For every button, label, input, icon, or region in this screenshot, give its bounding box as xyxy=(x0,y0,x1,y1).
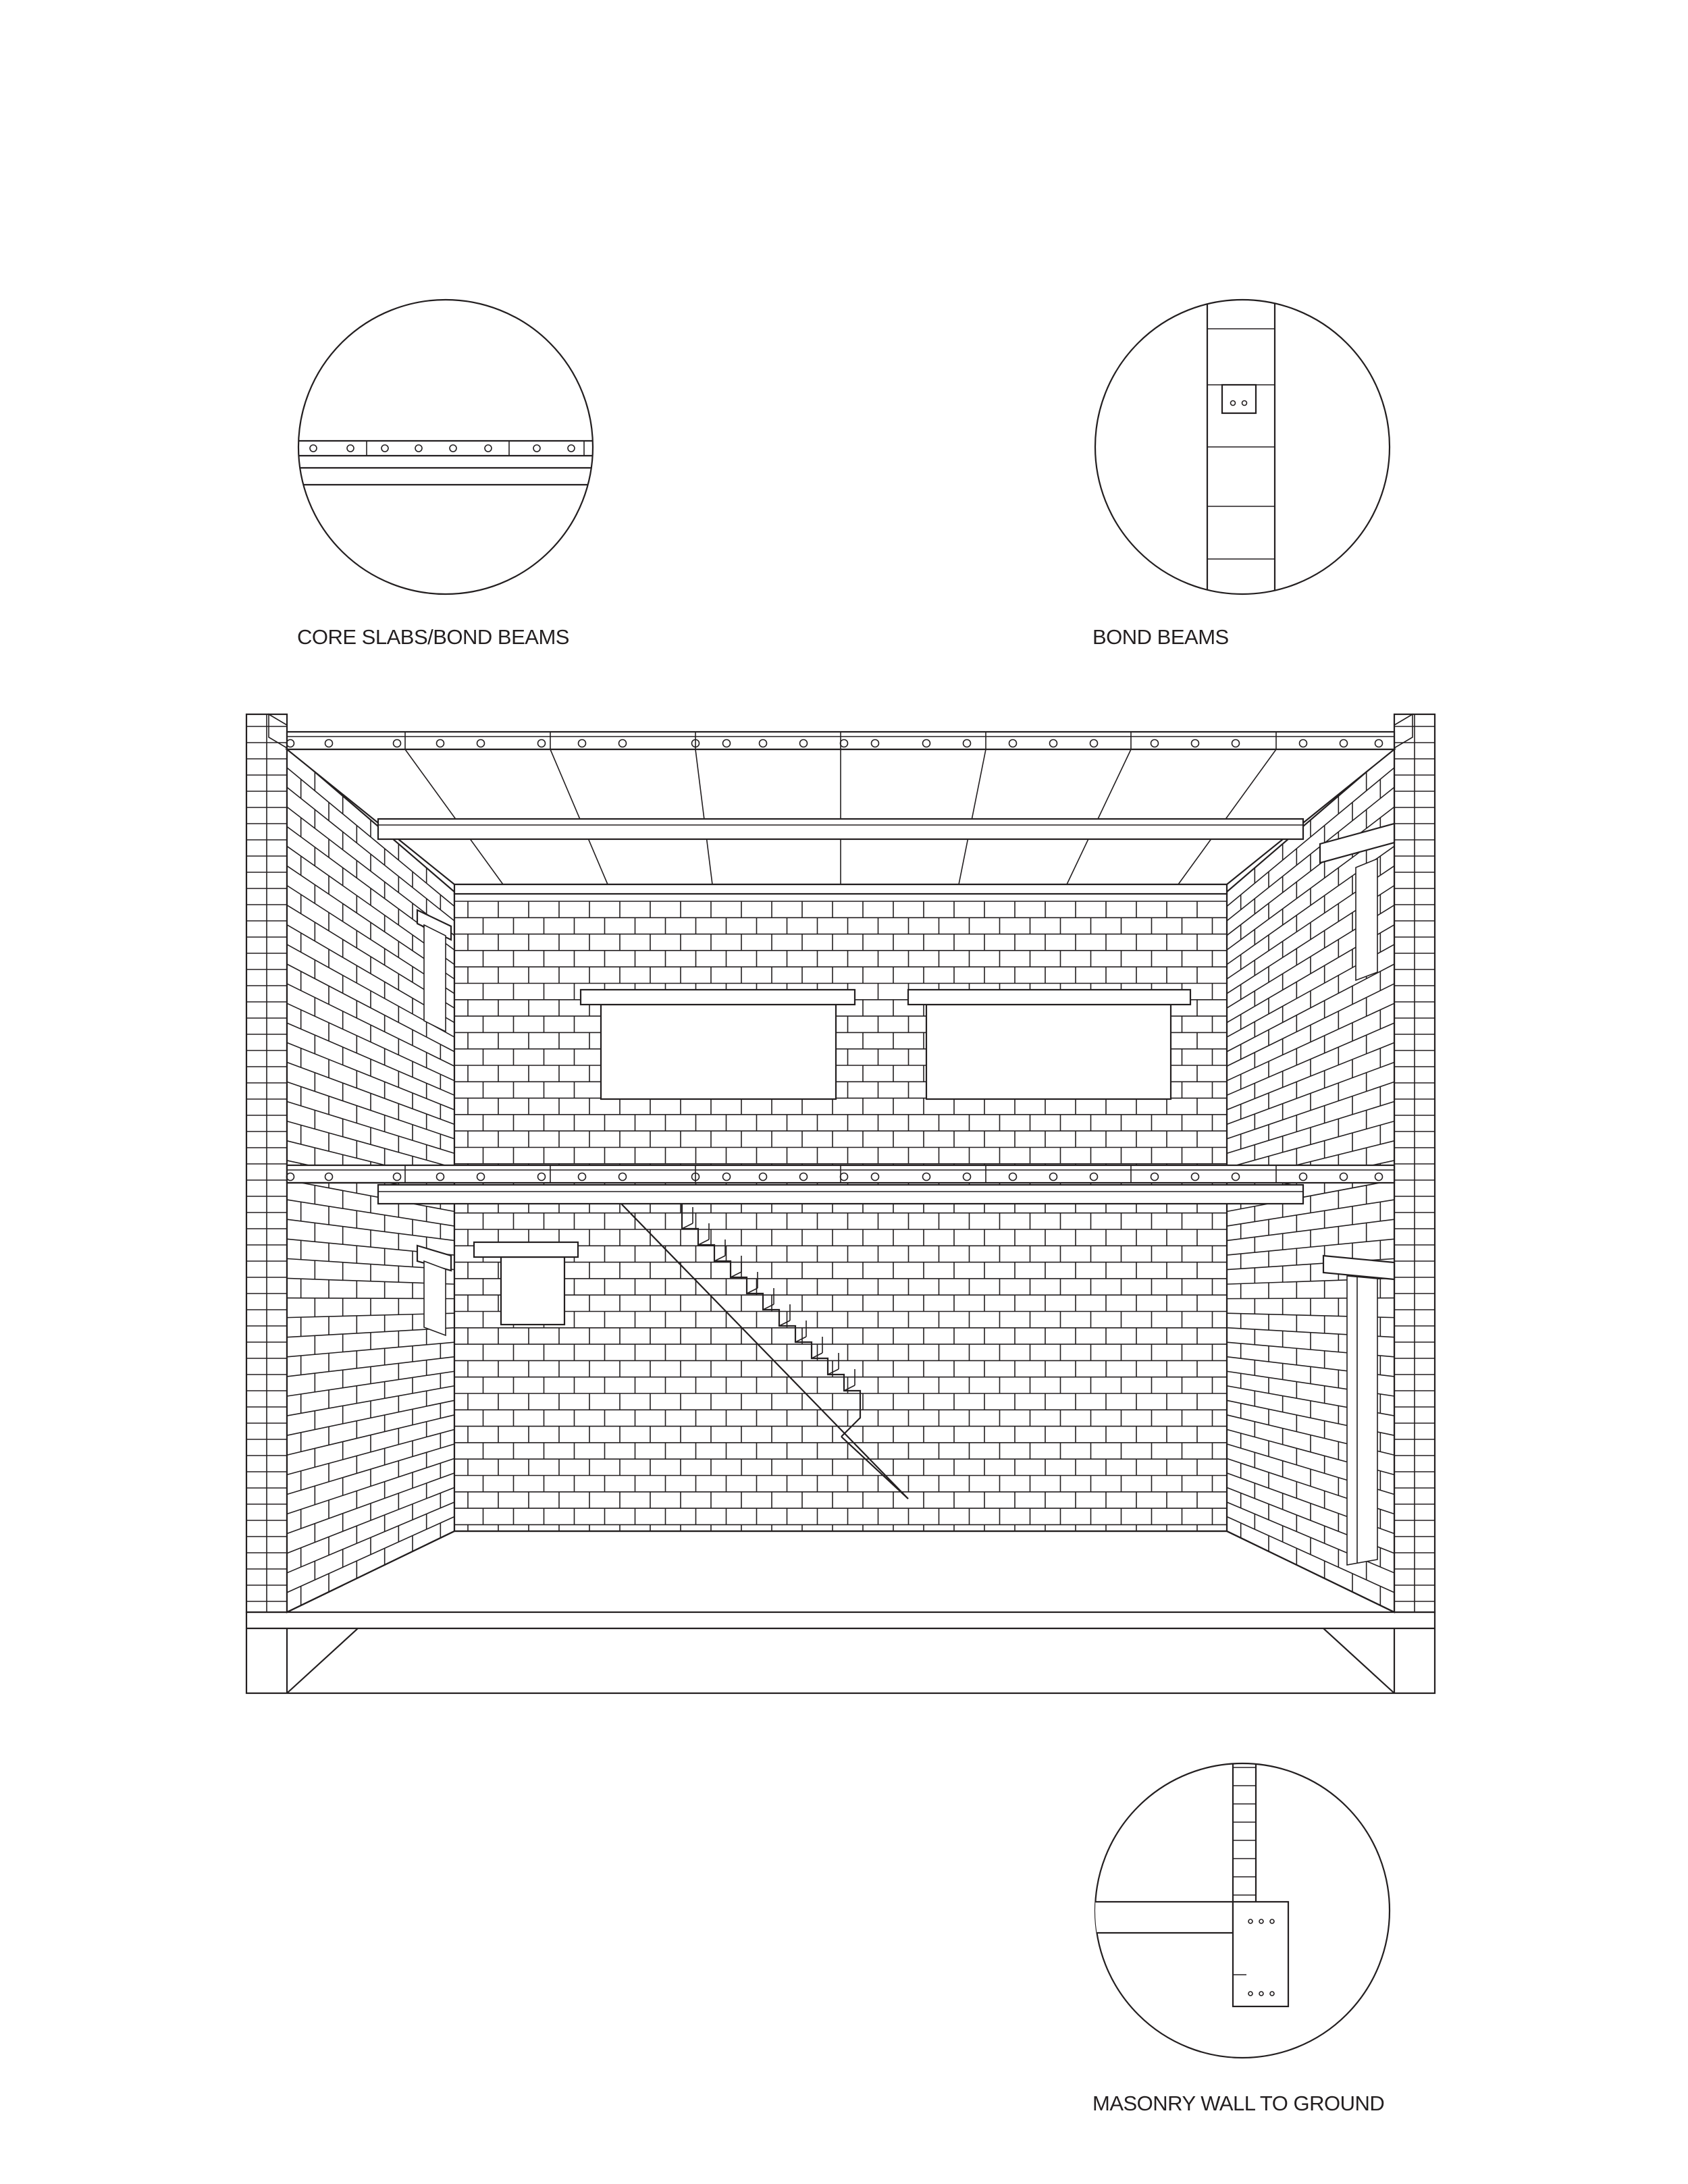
detail-bond-beams xyxy=(1094,298,1391,595)
detail-label-wall-to-ground: MASONRY WALL TO GROUND xyxy=(1092,2092,1385,2115)
stair xyxy=(621,1203,909,1499)
second-floor-core-slabs xyxy=(286,1164,1396,1205)
building-section xyxy=(245,713,1436,1695)
right-exterior-wall xyxy=(1393,713,1436,1614)
detail-label-core-slabs: CORE SLABS/BOND BEAMS xyxy=(297,625,569,649)
left-exterior-wall xyxy=(245,713,288,1614)
foundation xyxy=(245,1611,1436,1695)
detail-core-slabs xyxy=(297,298,594,595)
detail-label-bond-beams: BOND BEAMS xyxy=(1092,625,1229,649)
detail-wall-to-ground xyxy=(1094,1762,1391,2059)
roof-core-slabs xyxy=(268,713,1413,895)
openings xyxy=(416,822,1396,1566)
